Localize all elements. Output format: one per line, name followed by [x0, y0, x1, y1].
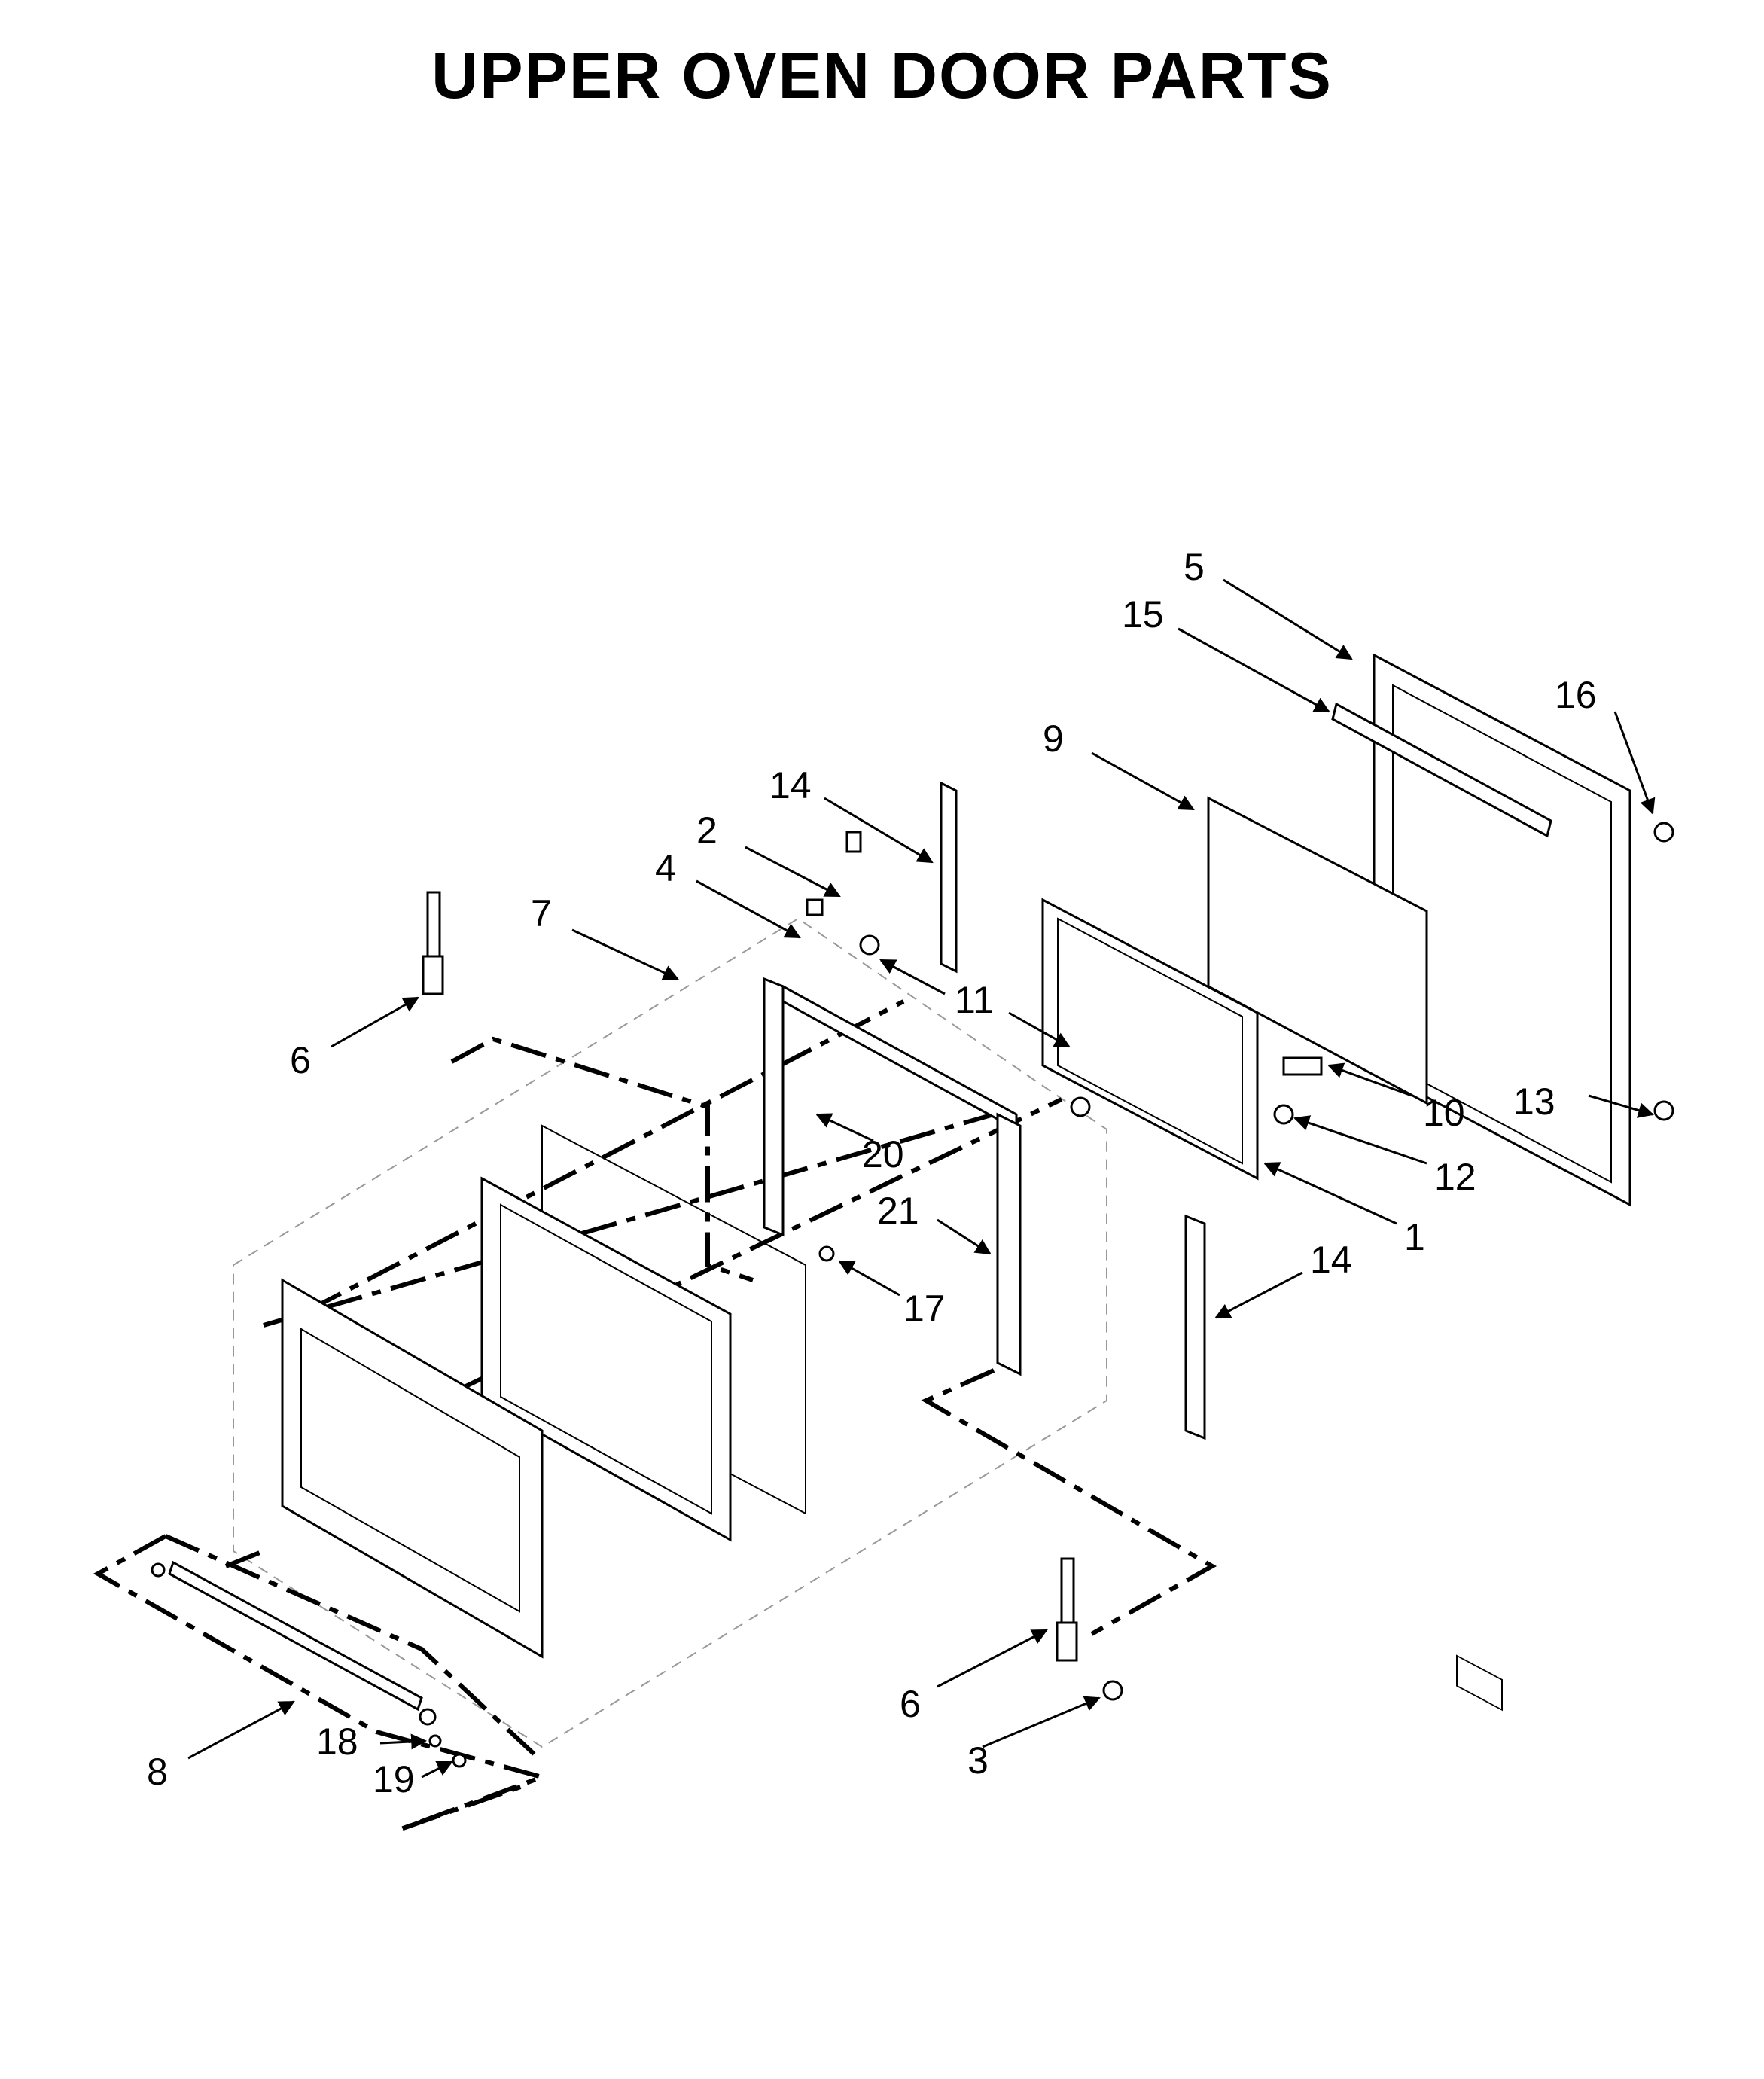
- callout-6-upper: 6: [290, 1039, 311, 1081]
- callout-3: 3: [967, 1739, 989, 1782]
- washer-18: [428, 1734, 442, 1748]
- callout-5: 5: [1184, 546, 1205, 588]
- hinge-6-lower: [1056, 1557, 1078, 1662]
- door-assembly-outline: [233, 917, 1107, 1748]
- callout-17: 17: [903, 1288, 946, 1330]
- callout-1: 1: [1404, 1216, 1425, 1258]
- callout-2: 2: [696, 809, 717, 852]
- callout-6-lower: 6: [900, 1683, 921, 1725]
- callout-4: 4: [655, 847, 676, 889]
- callout-13: 13: [1513, 1081, 1555, 1123]
- callout-8: 8: [147, 1751, 168, 1793]
- frame-strip-15: [1331, 702, 1552, 838]
- screw-3: [1102, 1680, 1123, 1701]
- callout-7: 7: [531, 892, 552, 934]
- washer-17: [818, 1245, 835, 1262]
- callout-12: 12: [1434, 1156, 1476, 1198]
- door-glass-panel: [1207, 796, 1428, 1105]
- clip-2: [845, 831, 862, 853]
- outer-door-panel: [281, 1278, 544, 1659]
- side-channel-frame: [763, 977, 1022, 1376]
- callout-19: 19: [373, 1758, 415, 1800]
- callout-18: 18: [316, 1721, 358, 1763]
- clip-4: [806, 898, 824, 916]
- screw-12: [1273, 1104, 1294, 1125]
- screw-11-b: [1070, 1096, 1091, 1117]
- screw-13: [1653, 1100, 1674, 1121]
- callout-16: 16: [1555, 674, 1597, 716]
- screw-19: [452, 1753, 467, 1768]
- callout-9: 9: [1043, 718, 1064, 760]
- callout-14-upper: 14: [769, 764, 812, 806]
- callout-10: 10: [1423, 1092, 1465, 1134]
- leader-lines: [187, 578, 1656, 1779]
- middle-glass-frame: [480, 1124, 806, 1542]
- assembly-guide-lines: [93, 999, 1217, 1832]
- callout-14-lower: 14: [1310, 1239, 1352, 1281]
- door-handle: [151, 1560, 437, 1726]
- page-title: UPPER OVEN DOOR PARTS: [431, 40, 1333, 112]
- callout-11: 11: [955, 979, 994, 1021]
- side-strip-14-upper: [940, 781, 958, 974]
- inner-door-frame: [1373, 653, 1631, 1712]
- screw-11-a: [859, 934, 880, 956]
- side-strip-14-lower: [1184, 1214, 1206, 1440]
- door-liner-frame: [1041, 898, 1259, 1181]
- hinge-6-upper: [422, 891, 444, 995]
- screw-16: [1653, 822, 1674, 843]
- callout-15: 15: [1122, 593, 1164, 636]
- callout-20: 20: [862, 1133, 904, 1175]
- callout-21: 21: [877, 1190, 919, 1232]
- bracket-10: [1282, 1056, 1323, 1076]
